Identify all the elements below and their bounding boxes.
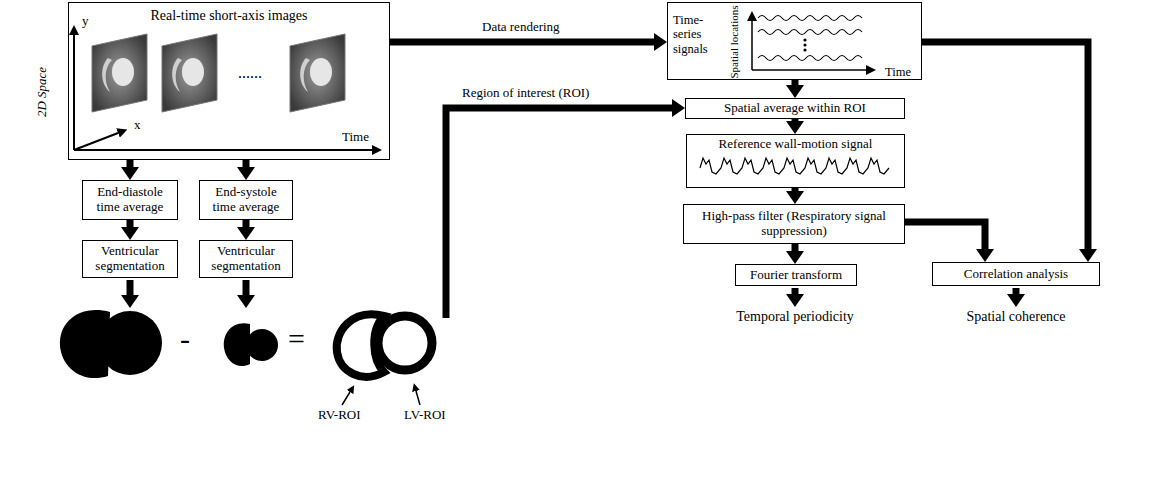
axis-label: 2D Space [35,67,50,117]
box-subtext: Time [885,65,911,79]
lv-bright [310,58,332,86]
rv-bright [300,58,310,92]
lv-bright [182,58,204,86]
box-text: Ventricular segmentation [205,244,287,274]
output-arrow [792,288,799,294]
ellipsis-dot [803,48,806,51]
box-text: Spatial average within ROI [724,101,866,116]
ellipsis-dot [803,43,806,46]
edge-label: Data rendering [480,20,562,35]
flow-arrow [792,188,799,191]
output-arrow [1013,288,1020,294]
axis-label: y [82,14,89,29]
box-text: Ventricular segmentation [88,244,172,274]
time-axis [752,69,866,71]
flow-arrow [792,80,799,85]
flow-arrow [905,222,985,249]
lv-roi-ring [378,316,432,370]
flow-arrow [127,220,134,227]
lv-mask [98,311,162,375]
box-text: Reference wall-motion signal [719,137,873,152]
filter-box: High-pass filter (Respiratory signal sup… [683,204,905,244]
lv-bright [112,58,134,86]
frame-shape [162,34,217,112]
box-text: Correlation analysis [964,267,1068,282]
wall-motion-wave [700,158,889,174]
flow-arrow [243,220,250,227]
signal-wave [758,16,862,21]
box-text: High-pass filter (Respiratory signal sup… [689,209,899,239]
signal-box: Reference wall-motion signal [686,134,905,188]
rv-bright [172,58,182,92]
signal-wave [758,56,862,61]
ellipsis: ...... [238,64,262,82]
end-systole-mask [224,323,278,366]
roi-arrow [446,108,672,318]
process-box: Correlation analysis [932,262,1100,286]
box-text: Fourier transform [750,268,842,283]
output-label: Temporal periodicity [736,309,854,325]
roi-label: LV-ROI [404,408,446,423]
output-label: Spatial coherence [966,309,1065,325]
frame-shape [92,34,147,112]
axis-label: Time [342,130,369,145]
arrow-label: Region of interest (ROI) [462,86,589,101]
box-subtext: Spatial locations [728,5,741,78]
leader-arrow [342,392,350,405]
box-text: End-systole time average [205,185,287,215]
mri-frame [290,34,345,112]
x-axis [74,133,118,150]
image-sequence-box: Real-time short-axis images [68,2,390,160]
box-text: Time-series signals [673,13,719,56]
operator-symbol: = [288,322,305,357]
process-box: End-systole time average [199,180,293,220]
rv-bright [102,58,112,92]
roi-label: RV-ROI [318,408,361,423]
y-axis [73,35,75,150]
operator-symbol: - [180,322,190,357]
process-box: Fourier transform [735,264,857,286]
flow-arrow [792,119,799,121]
box-text: Real-time short-axis images [69,8,389,24]
flow-arrow [390,39,654,46]
flow-arrow [243,160,250,167]
flow-arrow [127,280,134,295]
box-text: End-diastole time average [88,185,172,215]
time-series-box: Time-series signals Spatial locationsTime [667,2,922,80]
end-diastole-mask [60,310,162,378]
process-box: End-diastole time average [82,180,178,220]
leader-arrow [416,391,420,405]
mri-frame [92,34,147,112]
roi-masks [337,314,432,376]
flow-arrow [243,280,250,295]
lv-mask [246,329,278,361]
flow-arrow [922,42,1088,249]
process-box: Ventricular segmentation [199,240,293,278]
frame-shape [290,34,345,112]
time-axis [74,149,372,151]
ellipsis-dot [803,38,806,41]
mri-frame [162,34,217,112]
process-box: Spatial average within ROI [685,98,905,119]
flow-arrow [127,160,134,167]
location-axis [751,21,753,70]
flow-arrow [792,244,799,251]
process-box: Ventricular segmentation [82,240,178,278]
axis-label: x [134,118,141,133]
signal-wave [758,30,862,35]
